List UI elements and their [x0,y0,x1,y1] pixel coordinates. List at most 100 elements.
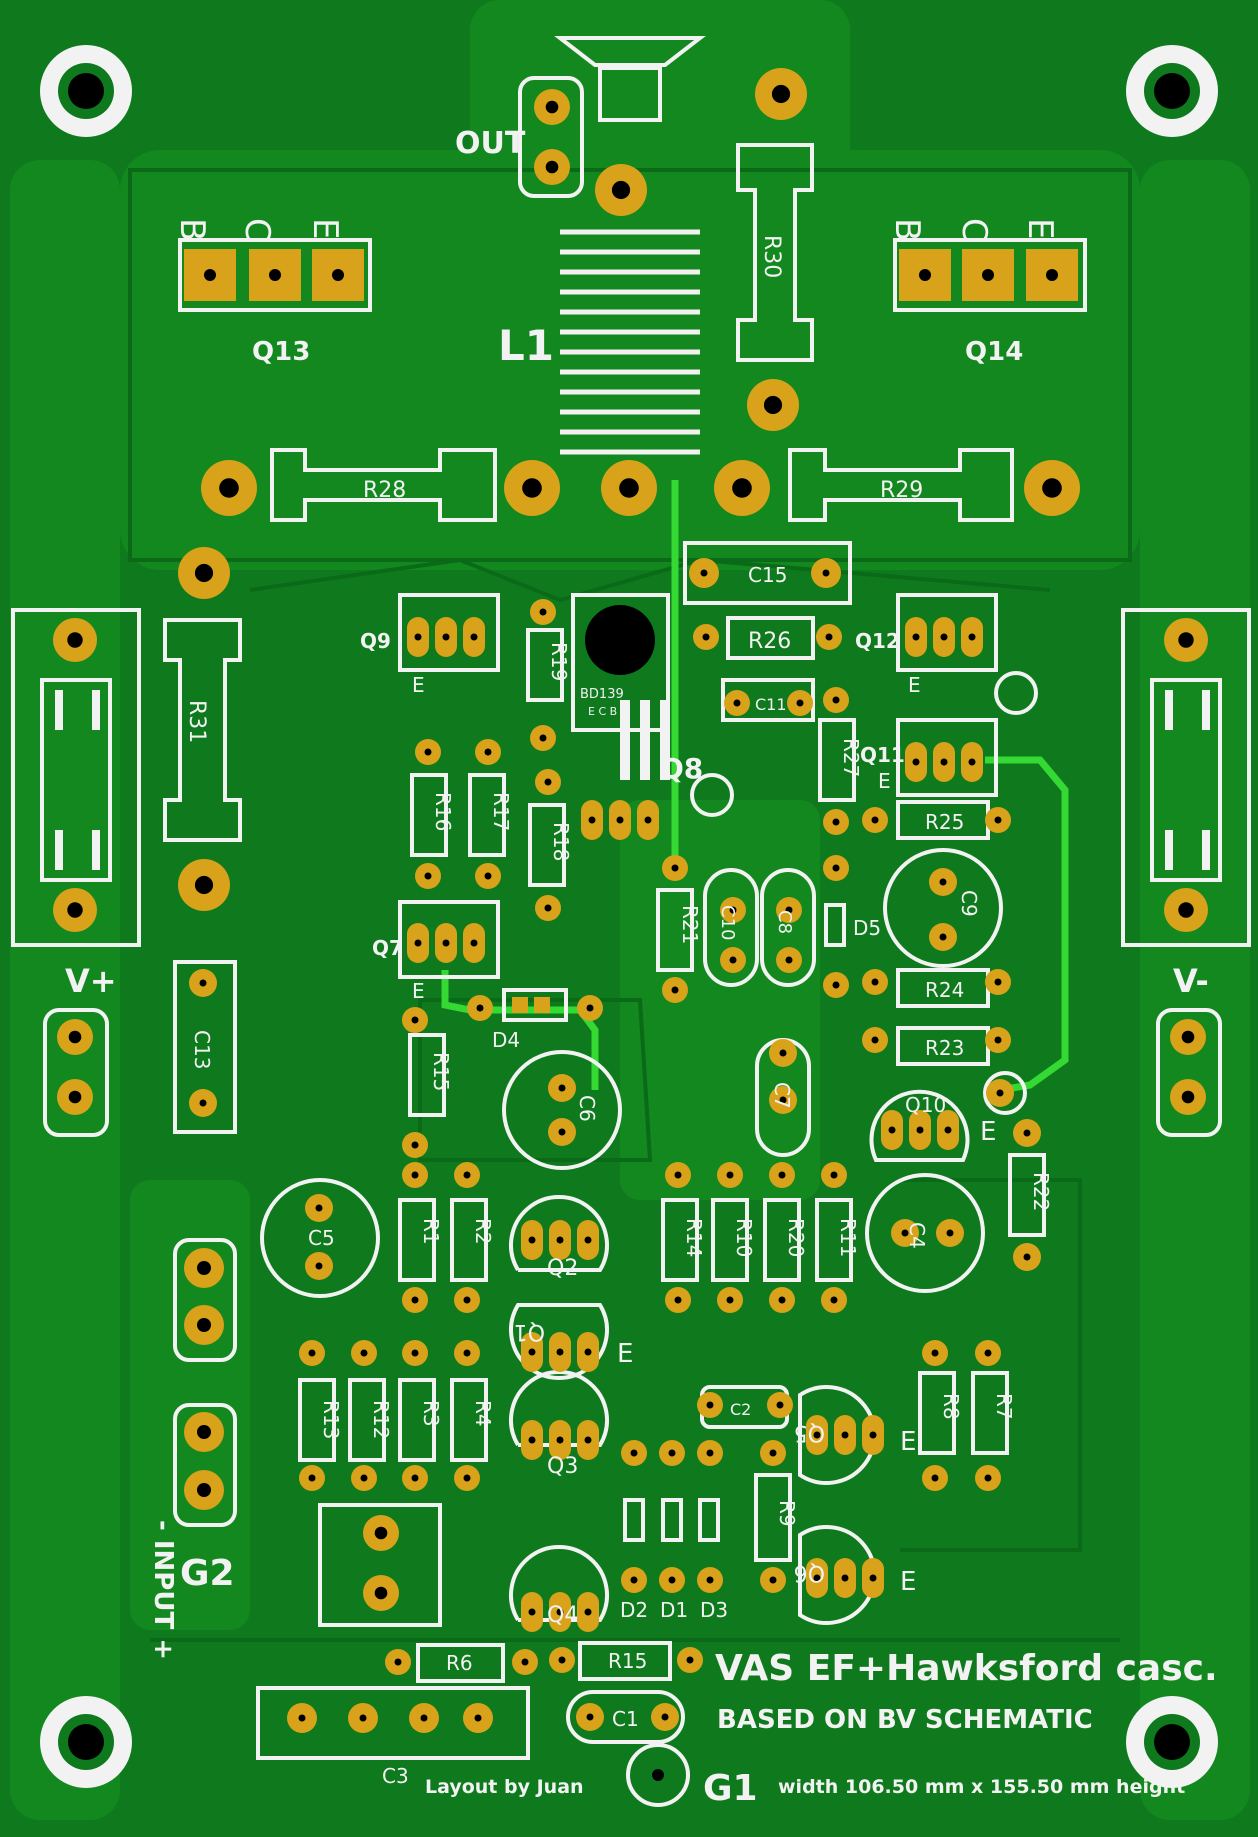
solder-pad [68,1030,82,1044]
q9-label: Q9 [360,629,391,653]
c1-label: C1 [612,1707,639,1731]
out-label: OUT [455,126,526,161]
d5-label: D5 [853,916,881,940]
solder-pad [871,978,879,986]
solder-pad [308,1474,316,1482]
solder-pad [1046,269,1058,281]
solder-pad [652,1769,664,1781]
solder-pad [832,981,840,989]
q12-emitter-label: E [908,673,921,697]
q14-b-label: B [887,218,927,241]
c11-label: C11 [755,695,787,714]
solder-pad [586,1004,594,1012]
q9-emitter-label: E [412,673,425,697]
q14-c-label: C [954,218,994,242]
solder-pad [1178,902,1194,918]
d1-label: D1 [660,1598,688,1622]
c13-label: C13 [190,1030,214,1069]
c4-label: C4 [905,1222,929,1249]
q1-label: Q1 [514,1319,545,1344]
c7-label: C7 [770,1082,794,1109]
solder-pad [984,1474,992,1482]
solder-pad [888,1126,896,1134]
r29-label: R29 [880,478,923,503]
q13-b-label: B [172,218,212,241]
solder-pad [822,569,830,577]
solder-pad [825,633,833,641]
solder-pad [813,1574,821,1582]
solder-pad [374,1526,388,1540]
c15-label: C15 [748,563,787,587]
c8-label: C8 [774,910,795,934]
solder-pad [686,1656,694,1664]
r14-label: R14 [682,1218,706,1257]
solder-pad [785,956,793,964]
solder-pad [769,1449,777,1457]
q13-label: Q13 [252,337,310,367]
q6-label: Q6 [794,1560,825,1585]
solder-pad [584,1236,592,1244]
r25-label: R25 [925,810,964,834]
solder-pad [982,269,994,281]
solder-pad [420,1714,428,1722]
q6-emitter-label: E [900,1567,916,1597]
c10-label: C10 [717,905,738,940]
q12-label: Q12 [855,629,900,653]
solder-pad [1178,632,1194,648]
solder-pad [944,1126,952,1134]
solder-pad [463,1474,471,1482]
r23-label: R23 [925,1036,964,1060]
bd139-label: BD139 [580,687,624,702]
solder-pad [521,1658,529,1666]
board-subtitle: BASED ON BV SCHEMATIC [717,1705,1093,1735]
solder-pad [414,633,422,641]
r22-label: R22 [1029,1172,1053,1211]
solder-pad [424,872,432,880]
solder-pad [197,1318,211,1332]
c3-label: C3 [382,1764,409,1788]
q8-label: Q8 [660,752,703,785]
solder-pad [702,633,710,641]
solder-pad [474,1714,482,1722]
solder-pad [661,1713,669,1721]
q10-label: Q10 [905,1093,946,1117]
solder-pad [545,160,559,174]
solder-pad [197,1425,211,1439]
solder-pad [558,1656,566,1664]
solder-pad [556,1436,564,1444]
solder-pad [674,1171,682,1179]
r31-label: R31 [184,700,209,743]
g2-label: G2 [180,1553,235,1594]
q3-label: Q3 [547,1454,578,1479]
solder-pad [394,1658,402,1666]
c9-label: C9 [957,890,981,917]
solder-pad [539,608,547,616]
solder-pad [916,1126,924,1134]
solder-pad [269,269,281,281]
solder-pad [470,633,478,641]
solder-pad [946,1229,954,1237]
solder-pad [984,1349,992,1357]
solder-pad [996,1089,1004,1097]
d3-label: D3 [700,1598,728,1622]
solder-pad [733,699,741,707]
solder-pad [556,1608,564,1616]
input-label: - INPUT + [148,1520,178,1660]
solder-pad [968,758,976,766]
r3-label: R3 [419,1400,443,1427]
solder-pad [700,569,708,577]
solder-pad [463,1171,471,1179]
solder-pad [726,1171,734,1179]
solder-pad [779,1049,787,1057]
solder-pad [706,1449,714,1457]
solder-pad [411,1016,419,1024]
mounting-holes [40,45,1218,1788]
solder-pad [411,1349,419,1357]
solder-pad [411,1141,419,1149]
solder-pad [674,1296,682,1304]
solder-pad [779,1096,787,1104]
r27-label: R27 [839,738,863,777]
solder-pad [994,816,1002,824]
r19-label: R19 [547,642,571,681]
solder-pad [544,904,552,912]
